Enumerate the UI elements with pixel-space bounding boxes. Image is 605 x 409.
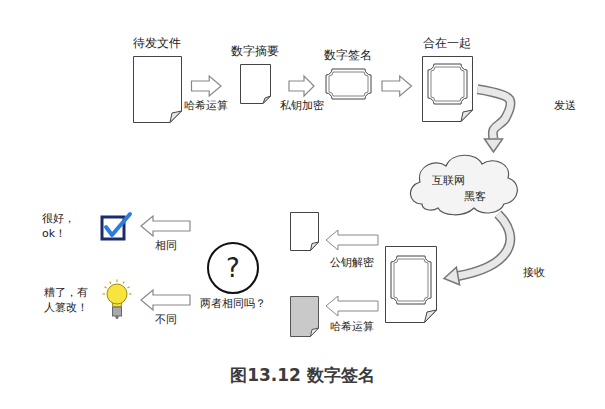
check-icon (100, 211, 132, 241)
arrow-head (485, 139, 503, 152)
block-arrow (289, 76, 314, 96)
arrow-shape (382, 76, 412, 96)
document-outline (133, 56, 182, 123)
bulb-icon (102, 279, 132, 321)
light-ray (110, 281, 111, 283)
signature-label: 数字签名 (324, 48, 372, 62)
page-fold (170, 111, 182, 123)
operation-label: 相同 (154, 239, 178, 253)
arrow-outline (478, 89, 511, 139)
compare-label: 两者相同吗？ (200, 297, 266, 311)
bulb-glass (107, 284, 127, 304)
receive-arrow-head (444, 267, 460, 285)
received-document-fold (425, 310, 437, 323)
received-signature-inner (394, 259, 428, 301)
decrypted-digest-fold (311, 242, 319, 251)
cloud-label: 互联网 (432, 174, 465, 188)
operation-label: 发送 (553, 99, 577, 113)
page-outline (133, 57, 181, 123)
page-fold (461, 110, 473, 122)
receive-label: 接收 (522, 266, 546, 280)
tampered-result: 糟了，有 人篡改！ (44, 277, 134, 323)
arrow-shape (141, 216, 190, 236)
decrypt-label: 公钥解密 (329, 256, 375, 270)
computed-digest-fold (311, 328, 319, 337)
computed-digest (291, 297, 319, 337)
operation-label: 私钥加密 (279, 99, 325, 113)
page-fold (263, 96, 271, 104)
signature-frame-inner (431, 67, 464, 101)
decrypted-digest (291, 213, 319, 251)
hacker-label: 黑客 (464, 190, 486, 204)
question-mark: ? (226, 253, 240, 283)
arrow-shape (289, 76, 314, 96)
figure-caption: 图13.12 数字签名 (0, 364, 605, 386)
internet-cloud: 互联网黑客 (402, 146, 524, 218)
light-ray (129, 293, 132, 294)
cloud-shape (410, 155, 517, 215)
arrow-shape (141, 290, 190, 310)
document-label: 待发文件 (133, 36, 181, 50)
bulb-tip (115, 316, 119, 319)
signature-frame (326, 69, 371, 99)
digest-icon: 数字摘要 (228, 44, 282, 104)
block-arrow (141, 290, 190, 310)
result-label: 糟了，有 人篡改！ (44, 285, 94, 315)
bulb-base (113, 307, 122, 316)
signature-shape: 数字签名 (321, 48, 375, 100)
hash-arrow (326, 296, 378, 316)
digest-label: 数字摘要 (231, 44, 279, 58)
receive-arrow-body (458, 214, 510, 276)
light-ray (123, 281, 124, 283)
compare-circle: ? 两者相同吗？ (197, 214, 269, 311)
decrypt-arrow (326, 230, 378, 250)
combined-document: 合在一起 (419, 36, 476, 122)
arrow-shape (192, 76, 222, 96)
block-arrow (382, 76, 412, 96)
light-ray (116, 280, 117, 283)
check-mark (106, 214, 130, 235)
combined-outline (422, 56, 473, 122)
curved-arrow (478, 89, 511, 152)
combined-label: 合在一起 (423, 36, 471, 50)
document-icon: 待发文件 (130, 36, 185, 123)
digest-outline (240, 64, 271, 104)
operation-label: 不同 (154, 313, 178, 327)
hash-label: 哈希运算 (329, 320, 375, 334)
arrow-body (478, 89, 511, 139)
light-ray (127, 287, 129, 288)
block-arrow (141, 216, 190, 236)
result-label: 很好， ok！ (42, 211, 92, 241)
ok-result: 很好， ok！ (42, 209, 134, 243)
page-outline (422, 57, 472, 122)
operation-label: 哈希运算 (183, 99, 229, 113)
signature-outline (325, 68, 372, 100)
page-outline (240, 65, 270, 104)
received-signature (391, 256, 431, 304)
receive-arrow-outline (458, 214, 510, 276)
light-ray (103, 293, 106, 294)
block-arrow (192, 76, 222, 96)
signature-frame-inner (329, 72, 368, 96)
light-ray (104, 287, 106, 288)
signature-frame (428, 64, 467, 104)
circle-shape (208, 243, 258, 293)
received-document (386, 247, 437, 323)
